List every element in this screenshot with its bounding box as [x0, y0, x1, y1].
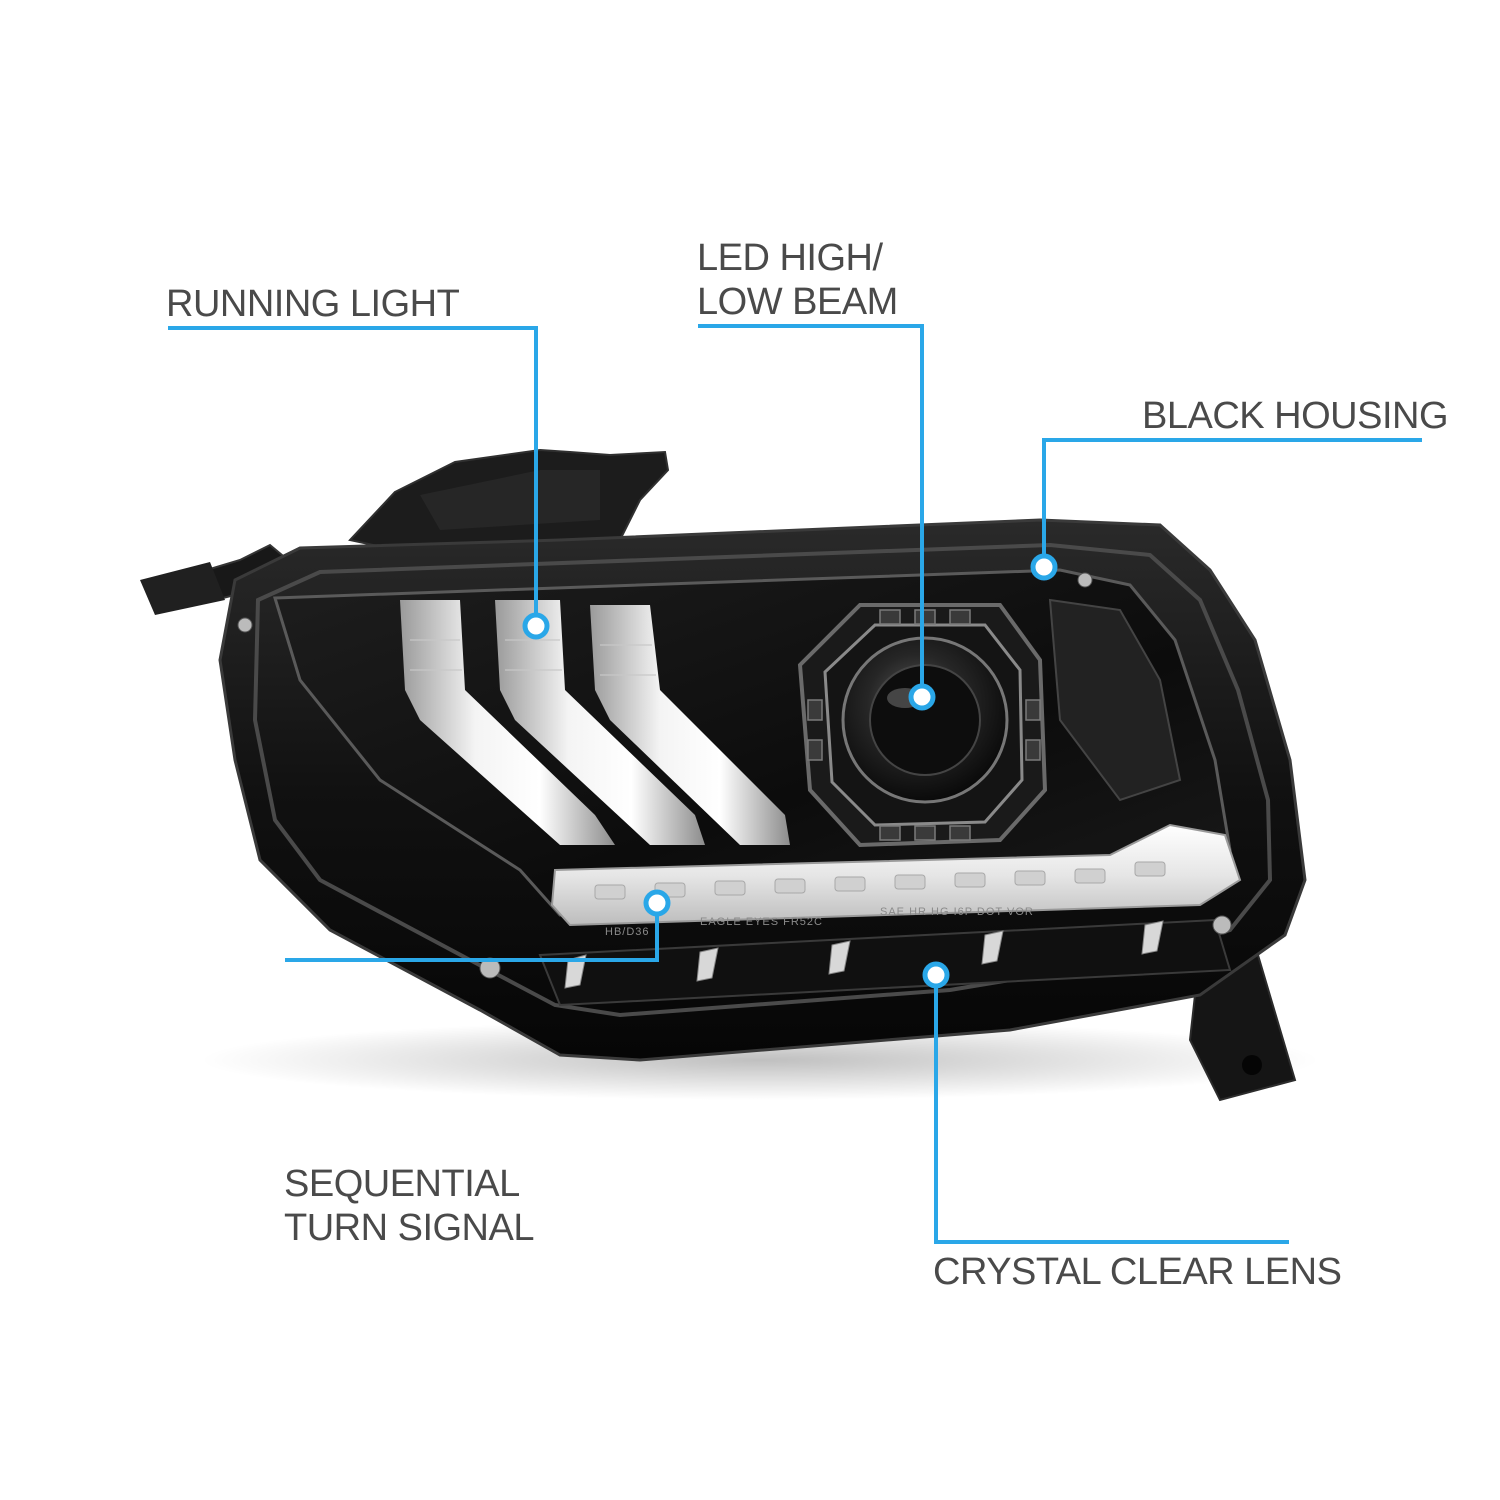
- sequential-turn-strip: [550, 823, 1242, 927]
- running-light-bars: [400, 600, 790, 845]
- lens-marking-middle: EAGLE EYES FR52C: [700, 916, 823, 928]
- label-running-light: RUNNING LIGHT: [166, 283, 460, 325]
- callout-line-led-beam: [698, 324, 924, 697]
- callout-line-black-housing: [1042, 438, 1422, 567]
- label-sequential-turn: SEQUENTIAL TURN SIGNAL: [284, 1163, 534, 1249]
- callout-lines: [168, 324, 1422, 1244]
- dot-running-light: [522, 612, 550, 640]
- projector-assembly: [797, 603, 1048, 848]
- dot-crystal-lens: [922, 961, 950, 989]
- dot-led-beam: [908, 683, 936, 711]
- label-crystal-lens: CRYSTAL CLEAR LENS: [933, 1251, 1342, 1293]
- label-led-beam: LED HIGH/ LOW BEAM: [697, 237, 898, 323]
- dot-black-housing: [1030, 553, 1058, 581]
- callout-line-sequential-turn: [285, 903, 659, 962]
- lens-marking-left: HB/D36: [605, 926, 650, 938]
- fasteners: [237, 572, 1232, 979]
- ground-shadow: [200, 1020, 1320, 1100]
- lower-led-clips: [538, 918, 1232, 1007]
- lens-marking-right: SAE HR HG I6P DOT VOR: [880, 906, 1034, 918]
- dot-sequential-turn: [643, 889, 671, 917]
- label-black-housing: BLACK HOUSING: [1142, 395, 1449, 437]
- callout-line-crystal-lens: [934, 975, 1289, 1244]
- callout-dots: [522, 553, 1058, 989]
- callout-line-running-light: [168, 326, 538, 626]
